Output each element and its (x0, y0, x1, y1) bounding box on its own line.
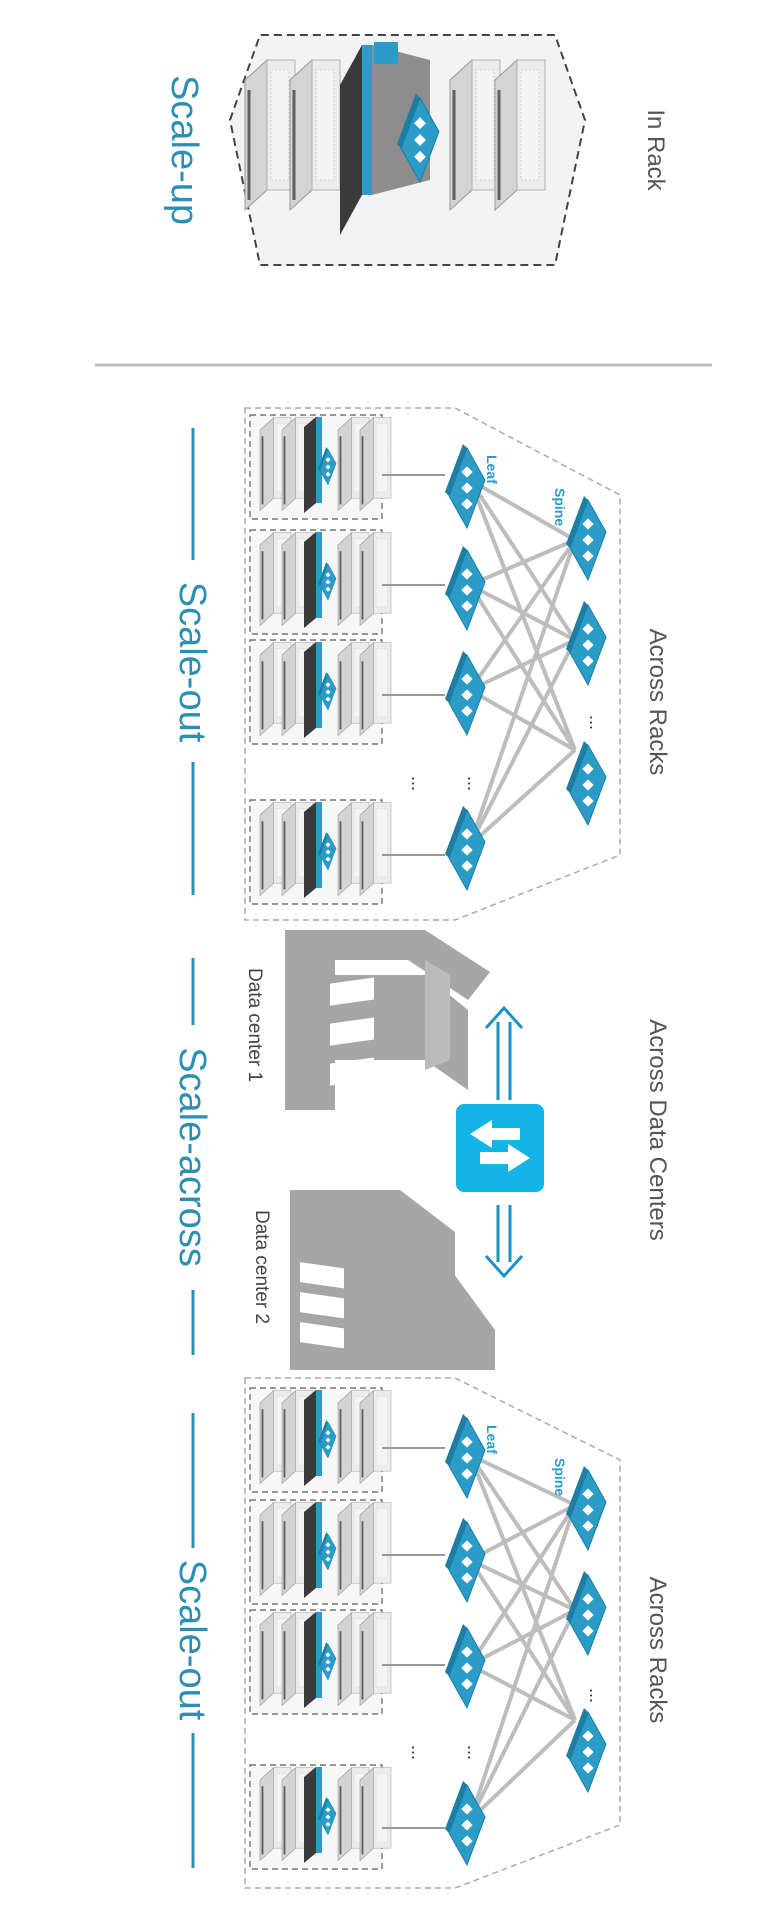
scale-up-servers (243, 42, 547, 235)
scale-out-2-ellipsis-leaf: ... (464, 1745, 484, 1760)
scale-across-section: Data center 1 Data center 2 Scale-across… (171, 930, 671, 1370)
scale-up-title: Scale-up (163, 75, 205, 225)
scale-out-1-mesh (468, 478, 577, 847)
scale-out-2-ellipsis-spine: ... (586, 1688, 606, 1703)
scale-out-2-subtitle: Across Racks (644, 1577, 671, 1724)
scale-out-1-title: Scale-out (171, 582, 213, 743)
scale-out-2-racks (250, 1388, 391, 1869)
scale-out-2-boundary (244, 1377, 621, 1889)
scale-out-1-section: Leaf Spine ... ... ... Scale-out Across … (171, 407, 671, 921)
scale-out-1-racks (250, 415, 391, 904)
scale-out-2-spine-switches (565, 1465, 607, 1793)
scale-across-title: Scale-across (171, 1047, 213, 1267)
scale-out-1-ellipsis-racks: ... (408, 776, 428, 791)
scale-up-section: Scale-up In Rack (163, 34, 669, 266)
scale-out-1-leaf-label: Leaf (484, 455, 500, 484)
scale-out-2-mesh (468, 1453, 577, 1822)
router-icon (456, 1104, 544, 1192)
scale-out-1-spine-switches (565, 495, 607, 826)
scale-out-2-leaf-label: Leaf (484, 1425, 500, 1454)
scale-out-1-subtitle: Across Racks (644, 629, 671, 776)
scale-out-2-spine-label: Spine (552, 1458, 568, 1496)
scale-out-1-ellipsis-spine: ... (586, 715, 606, 730)
scale-out-2-ellipsis-racks: ... (408, 1745, 428, 1760)
data-center-2-label: Data center 2 (251, 1210, 272, 1324)
scale-out-1-ellipsis-leaf: ... (464, 776, 484, 791)
data-center-1-label: Data center 1 (244, 968, 265, 1082)
scale-out-2-section: Leaf Spine ... ... ... Scale-out Across … (171, 1377, 671, 1889)
scale-across-subtitle: Across Data Centers (644, 1019, 671, 1240)
data-center-1-building (285, 930, 490, 1110)
scale-out-2-title: Scale-out (171, 1560, 213, 1721)
inter-dc-link (484, 1005, 524, 1279)
scale-up-subtitle: In Rack (642, 109, 669, 191)
scale-out-1-boundary (244, 407, 621, 921)
scale-out-1-spine-label: Spine (552, 488, 568, 526)
scale-out-1-rack-links (382, 474, 445, 856)
data-center-2-building (290, 1190, 495, 1370)
scale-out-2-rack-links (382, 1447, 445, 1829)
